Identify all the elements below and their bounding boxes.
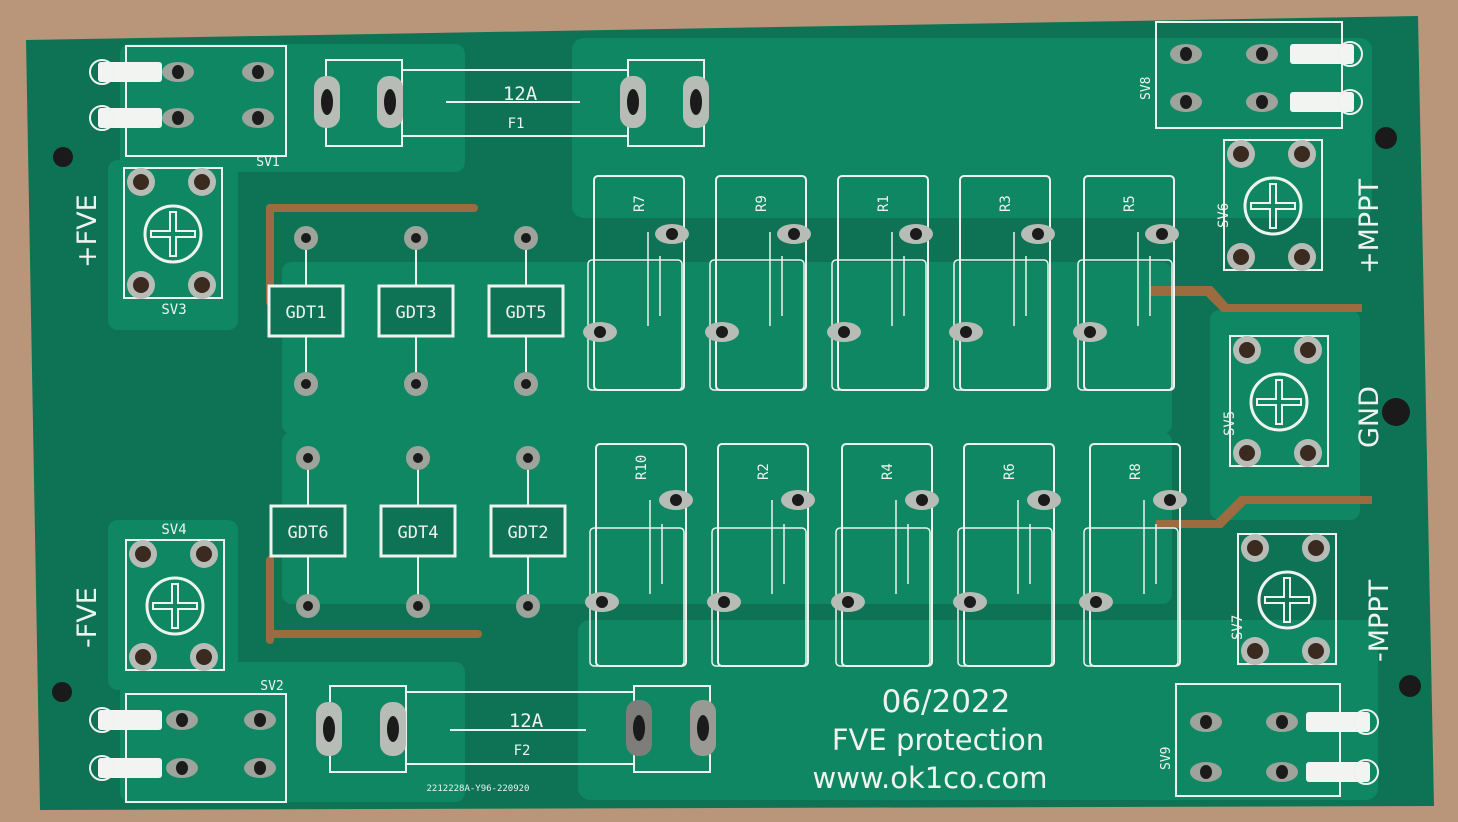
milled-slots — [266, 204, 1372, 644]
gdt: GDT6 — [269, 446, 347, 618]
resistor: R7 — [583, 175, 689, 391]
connector-ref: SV4 — [161, 522, 186, 538]
faston-tab — [98, 758, 162, 778]
faston-tab — [98, 62, 162, 82]
resistor-ref: R6 — [1002, 463, 1018, 480]
connector-ref: SV8 — [1139, 77, 1154, 100]
fuse-rating: 12A — [509, 710, 544, 732]
gdt-ref: GDT4 — [398, 523, 439, 543]
resistor: R9 — [705, 175, 811, 391]
resistor-ref: R2 — [756, 463, 772, 480]
screw-terminal: SV6 — [1216, 139, 1323, 271]
board-date: 06/2022 — [882, 684, 1011, 720]
resistor-ref: R10 — [634, 455, 650, 480]
gdt-ref: GDT2 — [508, 523, 549, 543]
faston-tab — [1290, 44, 1354, 64]
gdt-ref: GDT1 — [286, 303, 327, 323]
connector-ref: SV1 — [256, 155, 279, 170]
resistor: R1 — [827, 175, 933, 391]
faston-tab — [98, 108, 162, 128]
tab-connector: SV8 — [1139, 21, 1363, 129]
faston-tab — [1290, 92, 1354, 112]
screw-terminal: SV3 — [123, 167, 223, 318]
screw-terminal: SV4 — [125, 522, 225, 671]
resistor: R3 — [949, 175, 1055, 391]
faston-tab — [1306, 712, 1370, 732]
screw-symbol — [1243, 176, 1303, 236]
gdt: GDT3 — [377, 226, 455, 396]
screw-symbol — [1249, 372, 1309, 432]
resistor: R6 — [953, 443, 1061, 667]
fuse-ref: F2 — [514, 743, 531, 759]
gdt-ref: GDT5 — [506, 303, 547, 323]
resistor-ref: R9 — [754, 195, 770, 212]
resistor: R10 — [585, 443, 693, 667]
mounting-holes — [52, 127, 1421, 702]
gdt: GDT2 — [489, 446, 567, 618]
resistor-ref: R3 — [998, 195, 1014, 212]
fve-plus-label: +FVE — [72, 194, 103, 268]
resistor: R2 — [707, 443, 815, 667]
connector-ref: SV9 — [1159, 747, 1174, 770]
order-code: 2212228A-Y96-220920 — [427, 784, 530, 794]
fuse-ref: F1 — [508, 116, 525, 132]
resistor: R5 — [1073, 175, 1179, 391]
screw-symbol — [145, 576, 205, 636]
mounting-hole — [52, 682, 72, 702]
connector-ref: SV5 — [1222, 411, 1238, 436]
connector-ref: SV7 — [1230, 615, 1246, 640]
tab-connector: SV9 — [1159, 683, 1379, 797]
mounting-hole — [1399, 675, 1421, 697]
fve-minus-label: -FVE — [72, 587, 103, 648]
gnd-label: GND — [1354, 386, 1385, 448]
fuse-rating: 12A — [503, 83, 538, 105]
gdt-ref: GDT3 — [396, 303, 437, 323]
resistor-ref: R1 — [876, 195, 892, 212]
screw-terminal: SV5 — [1222, 335, 1329, 467]
resistor-ref: R7 — [632, 195, 648, 212]
board-url: www.ok1co.com — [812, 761, 1047, 795]
fuse-f1: 12A F1 — [314, 59, 709, 147]
screw-symbol — [143, 204, 203, 264]
fuse-f2: 12A F2 — [316, 685, 716, 773]
tab-connector: SV2 — [89, 679, 287, 803]
connector-ref: SV2 — [260, 679, 283, 694]
resistor-ref: R5 — [1122, 195, 1138, 212]
faston-tab — [98, 710, 162, 730]
gdt-ref: GDT6 — [288, 523, 329, 543]
resistor: R4 — [831, 443, 939, 667]
connector-ref: SV6 — [1216, 203, 1232, 228]
faston-tab — [1306, 762, 1370, 782]
connector-ref: SV3 — [161, 302, 186, 318]
gdt: GDT5 — [487, 226, 565, 396]
mppt-minus-label: -MPPT — [1364, 579, 1395, 662]
gdt: GDT1 — [267, 226, 345, 396]
screw-terminal: SV7 — [1230, 533, 1337, 665]
gdt: GDT4 — [379, 446, 457, 618]
resistor-ref: R8 — [1128, 463, 1144, 480]
resistor: R8 — [1079, 443, 1187, 667]
mounting-hole — [1375, 127, 1397, 149]
mppt-plus-label: +MPPT — [1354, 179, 1385, 274]
tab-connector: SV1 — [89, 45, 287, 170]
screw-symbol — [1257, 570, 1317, 630]
resistor-ref: R4 — [880, 463, 896, 480]
board-title: FVE protection — [832, 723, 1044, 757]
mounting-hole — [1382, 398, 1410, 426]
mounting-hole — [53, 147, 73, 167]
